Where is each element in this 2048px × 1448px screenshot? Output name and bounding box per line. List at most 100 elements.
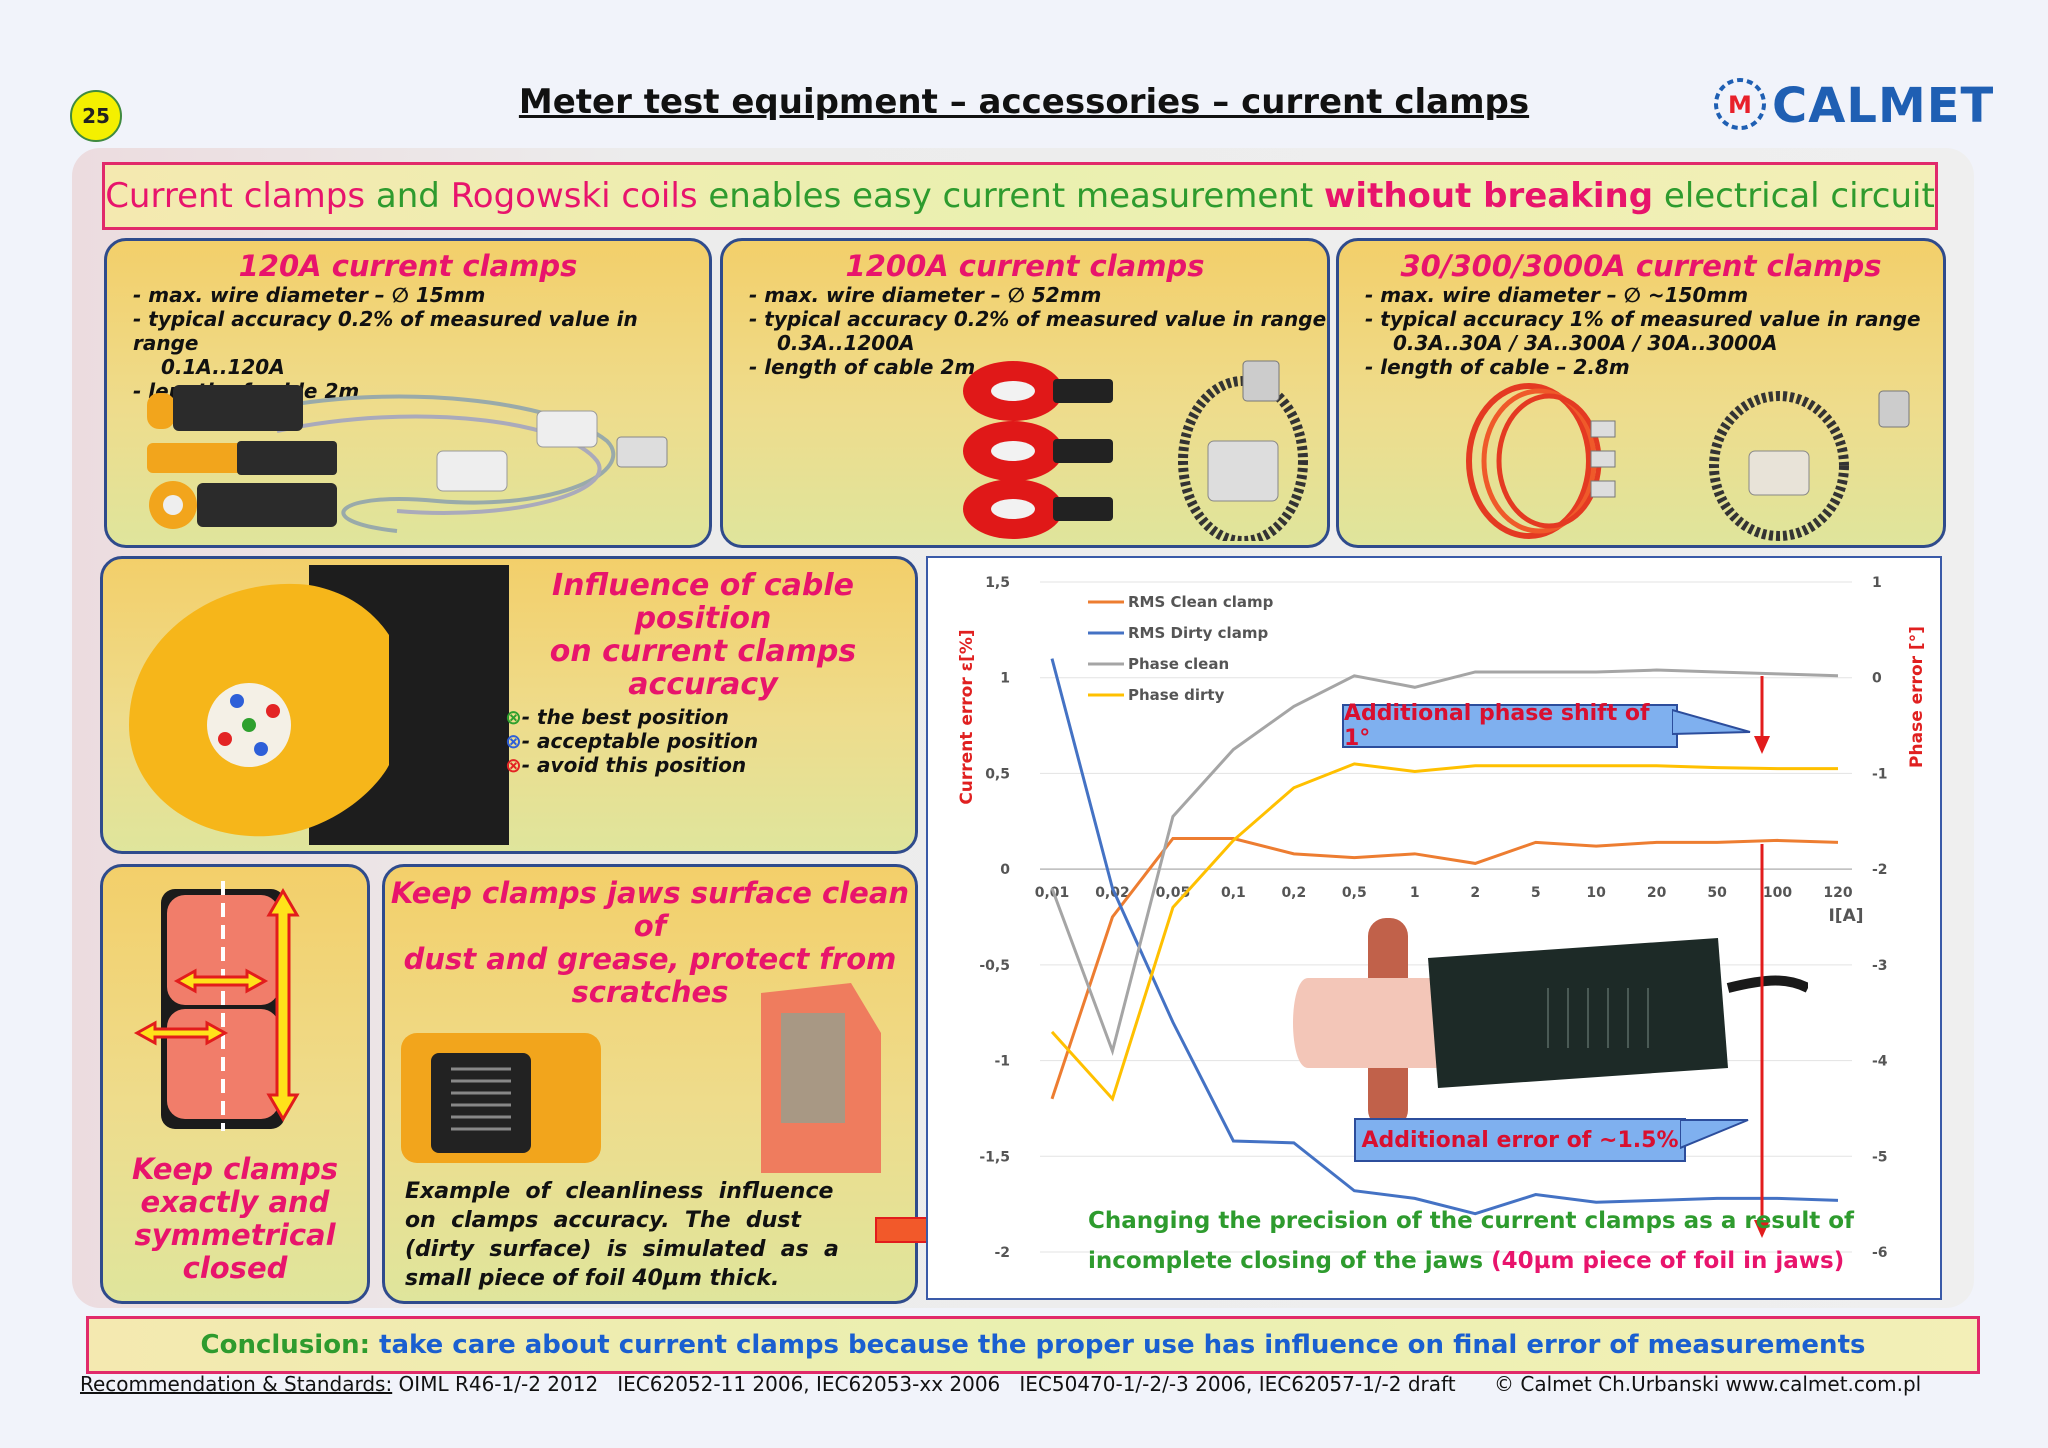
keep-clean-title: Keep clamps jaws surface clean of dust a…	[385, 877, 915, 1009]
y2-tick-label: -4	[1872, 1054, 1888, 1070]
spec-line: 0.3A..1200A	[777, 331, 915, 355]
blue-dot-icon: ⊗	[505, 729, 522, 753]
keep-closed-text: Keep clamps exactly and symmetrical clos…	[109, 1153, 361, 1285]
conclusion-label: Conclusion:	[200, 1330, 370, 1360]
clamp-spec: - max. wire diameter – ∅ ~150mm - typica…	[1365, 283, 1943, 379]
clamp-card-120a: 120A current clamps - max. wire diameter…	[104, 238, 712, 548]
series-line	[1050, 668, 1839, 1057]
red-dot-icon: ⊗	[505, 753, 522, 777]
clamp-spec: - max. wire diameter – ∅ 15mm - typical …	[133, 283, 709, 403]
legend-avoid: ⊗- avoid this position	[505, 753, 747, 777]
y-tick-label: -2	[994, 1245, 1010, 1261]
x-tick-label: 0,1	[1221, 885, 1246, 901]
headline-part-1: Current clamps	[105, 176, 366, 216]
influence-title-3: accuracy	[628, 667, 778, 702]
page-title: Meter test equipment – accessories – cur…	[518, 82, 1530, 122]
y-axis-title: Current error ε[%]	[957, 629, 977, 804]
x-tick-label: 2	[1470, 885, 1480, 901]
callout-phase-pointer-icon	[1672, 708, 1751, 736]
callout-phase-shift: Additional phase shift of 1°	[1342, 701, 1678, 751]
spec-line: - length of cable – 2.8m	[1365, 355, 1630, 379]
legend-best: ⊗- the best position	[505, 705, 729, 729]
chart-caption-line-2: incomplete closing of the jaws (40µm pie…	[1088, 1248, 1845, 1274]
red-arrow-down-icon	[1754, 676, 1770, 754]
series-line	[1050, 762, 1838, 1102]
y2-axis-title: Phase error [°]	[1907, 626, 1927, 768]
keep-clean-line: Keep clamps jaws surface clean of	[390, 876, 910, 943]
clamp-jaw-surface-photos	[401, 983, 881, 1173]
headline-part-2: and	[365, 176, 451, 216]
y-tick-label: -1,5	[979, 1149, 1010, 1165]
x-tick-label: 0,02	[1095, 885, 1130, 901]
y2-tick-label: 1	[1872, 575, 1882, 591]
series-line	[1050, 837, 1839, 1100]
x-tick-label: 120	[1823, 885, 1852, 901]
spec-line: 0.3A..30A / 3A..300A / 30A..3000A	[1393, 331, 1778, 355]
y-tick-label: 1,5	[985, 575, 1010, 591]
y2-tick-label: 0	[1872, 671, 1882, 687]
headline-part-6: electrical circuit	[1653, 176, 1935, 216]
position-legend: ⊗- the best position ⊗- acceptable posit…	[503, 705, 903, 777]
x-tick-label: 0,2	[1281, 885, 1306, 901]
keep-clean-line: dust and grease, protect from	[403, 942, 897, 976]
callout-error-pointer-icon	[1680, 1119, 1749, 1150]
keep-closed-card: Keep clamps exactly and symmetrical clos…	[100, 864, 370, 1304]
keep-clean-line: scratches	[571, 975, 729, 1009]
cable-position-card: Influence of cable position on current c…	[100, 556, 918, 854]
logo-text: CALMET	[1772, 78, 1995, 134]
x-tick-label: 10	[1586, 885, 1606, 901]
y2-tick-label: -2	[1872, 862, 1888, 878]
headline-part-3: Rogowski coils	[450, 176, 698, 216]
spec-line: - typical accuracy 0.2% of measured valu…	[133, 307, 638, 355]
footer: Recommendation & Standards: OIML R46-1/-…	[80, 1372, 1980, 1396]
red-arrow-long-icon	[1754, 844, 1770, 1238]
legend-label: Phase clean	[1128, 655, 1229, 673]
chart-series	[1050, 658, 1839, 1216]
spec-line: - max. wire diameter – ∅ 52mm	[749, 283, 1102, 307]
callout-additional-error: Additional error of ~1.5%	[1354, 1118, 1686, 1162]
y2-tick-label: -1	[1872, 766, 1888, 782]
footer-copyright: © Calmet Ch.Urbanski www.calmet.com.pl	[1494, 1372, 1922, 1396]
legend-label: RMS Clean clamp	[1128, 593, 1274, 611]
x-tick-label: 1	[1410, 885, 1420, 901]
clamp-card-rogowski: 30/300/3000A current clamps - max. wire …	[1336, 238, 1946, 548]
y2-tick-label: -6	[1872, 1245, 1888, 1261]
x-axis-label: I[A]	[1828, 906, 1863, 926]
x-tick-label: 100	[1763, 885, 1792, 901]
clamp-card-1200a: 1200A current clamps - max. wire diamete…	[720, 238, 1330, 548]
y-tick-label: -0,5	[979, 958, 1010, 974]
clamp-closed-inset-photo	[1293, 918, 1808, 1128]
svg-text:M: M	[1728, 91, 1752, 119]
green-dot-icon: ⊗	[505, 705, 522, 729]
clamp-120a-photo	[147, 385, 668, 533]
headline-part-4: enables easy current measurement	[697, 176, 1324, 216]
clamp-card-title: 120A current clamps	[238, 249, 578, 283]
rogowski-coil-photo	[1466, 383, 1910, 541]
example-line: small piece of foil 40µm thick.	[405, 1266, 780, 1291]
x-tick-label: 0,01	[1035, 885, 1070, 901]
x-tick-label: 50	[1707, 885, 1727, 901]
y2-tick-label: -3	[1872, 958, 1888, 974]
example-line: on clamps accuracy. The dust	[405, 1208, 801, 1233]
y-tick-label: 1	[1000, 671, 1010, 687]
keep-closed-line: exactly and	[140, 1185, 330, 1219]
x-tick-label: 20	[1647, 885, 1667, 901]
clamp-spec: - max. wire diameter – ∅ 52mm - typical …	[749, 283, 1327, 379]
y-tick-label: 0,5	[985, 766, 1010, 782]
keep-clean-card: Keep clamps jaws surface clean of dust a…	[382, 864, 918, 1304]
cleanliness-example-text: Example of cleanliness influence on clam…	[405, 1177, 839, 1293]
legend-acceptable: ⊗- acceptable position	[505, 729, 759, 753]
spec-line: - max. wire diameter – ∅ 15mm	[133, 283, 486, 307]
clamp-jaws-closed-photo	[133, 881, 300, 1131]
y-tick-label: -1	[994, 1054, 1010, 1070]
example-line: (dirty surface) is simulated as a	[405, 1237, 839, 1262]
logo-mark-icon: M	[1714, 78, 1766, 130]
footer-standards-label: Recommendation & Standards:	[80, 1372, 393, 1396]
legend-label: RMS Dirty clamp	[1128, 624, 1268, 642]
clamp-jaw-photo	[129, 565, 509, 845]
headline-part-5: without breaking	[1324, 176, 1654, 216]
clamp-1200a-photo	[963, 360, 1308, 541]
best-position-marker	[242, 718, 256, 732]
